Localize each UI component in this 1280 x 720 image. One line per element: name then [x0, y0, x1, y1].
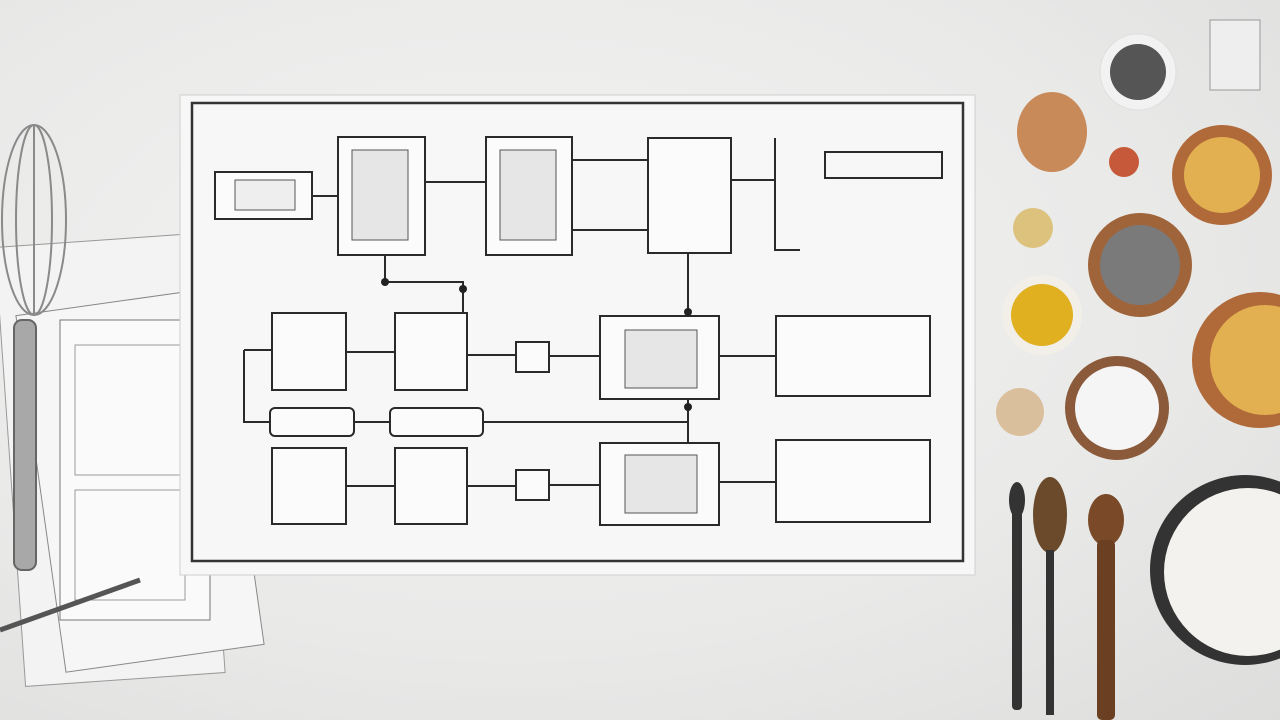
block — [271, 312, 347, 391]
block — [394, 447, 468, 525]
ingredients — [996, 19, 1280, 665]
egg-icon — [1017, 92, 1087, 172]
block — [271, 447, 347, 525]
diagram — [214, 136, 943, 526]
block — [269, 407, 355, 437]
block — [775, 439, 931, 523]
block — [394, 312, 468, 391]
block — [647, 137, 732, 254]
spoon-icon — [1009, 477, 1124, 720]
pen-icon — [0, 577, 141, 633]
block — [515, 341, 550, 373]
block — [775, 315, 931, 397]
block — [515, 469, 550, 501]
whisk-icon — [1, 124, 67, 571]
block — [389, 407, 484, 437]
